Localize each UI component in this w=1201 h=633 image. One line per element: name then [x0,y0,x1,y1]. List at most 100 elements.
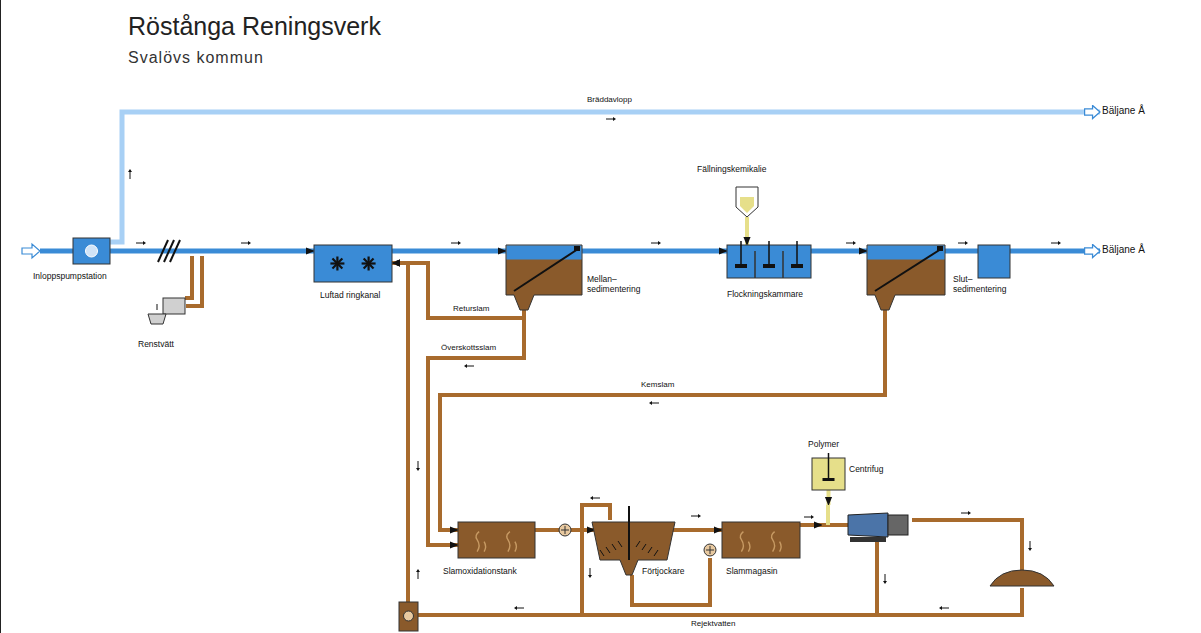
mixer-shaft [740,241,742,268]
unit-drawing [727,245,811,278]
flow-arrow [466,366,474,367]
process-unit: Inloppspumpstation [73,238,110,264]
chemical [740,197,754,213]
unit-shape [73,238,110,264]
flow-arrowhead [590,496,593,500]
flow-arrow [136,243,144,244]
water-surface [507,246,582,260]
mixer-blade [791,264,803,268]
mixer-shaft [828,453,830,480]
unit-label: Förtjockare [642,567,685,577]
mixer-shaft [796,241,798,268]
pipe-connector [110,249,314,254]
pipe-connector [428,310,524,545]
process-unit: Polymer [812,458,845,490]
flow-arrowhead [965,241,968,245]
chemical-tank [736,187,758,217]
flow-arrow [958,243,966,244]
thickened-sludge-pipe [632,558,710,605]
pipe-connector [945,249,1100,254]
flow-arrow [451,243,459,244]
flow-arrow [418,571,419,579]
aerator [364,259,374,269]
flow-arrow [691,516,699,517]
flow-arrowhead [514,606,517,610]
rake-blade [618,541,622,547]
unit-drawing [314,245,392,282]
flow-arrow [606,119,614,120]
baffle [782,251,784,278]
flow-arrowhead [939,606,942,610]
flow-arrow [130,171,131,179]
pump-mark [561,526,569,534]
baffle [754,251,756,278]
inlet-arrow [22,244,40,258]
outfall-label: Bäljane Å [1102,105,1145,117]
pump-mark [706,546,714,554]
scraper [875,249,941,291]
unit-label: Slut– sedimentering [953,275,1019,295]
dewatered-sludge-pipe [912,520,1022,574]
flow-arrow [1030,541,1031,549]
flow-arrowhead [143,241,146,245]
pipe-connector [440,310,885,530]
screenings-washer [163,298,185,314]
pipe-connector [582,249,727,254]
screenings-pipe [185,256,192,298]
unit-shape [147,282,195,324]
flow-arrowhead [613,117,616,121]
unit-shape [822,505,912,547]
final-basin [978,245,1010,278]
unit-drawing [147,282,195,324]
sludge-pump [559,524,571,536]
flow-arrowhead [458,241,461,245]
rake-blade [636,541,640,547]
process-unit: Mellan– sedimentering [506,245,582,310]
unit-shape [722,522,800,558]
pipe-label: Returslam [452,305,490,314]
pipe-connector [392,249,506,254]
unit-shape [812,458,845,490]
unit-label: Flockningskammare [727,290,803,300]
process-unit: Förtjockare [592,520,675,575]
flow-arrowhead [811,515,814,519]
unit-label: Bäljane Å [1102,244,1145,256]
polymer-pipe [826,505,830,525]
unit-shape [867,245,945,310]
flow-arrowhead [416,468,420,471]
process-unit: Centrifug [822,505,912,547]
rake-blade [606,547,610,553]
screenings-bin [148,314,166,324]
rake-shaft [628,506,630,560]
centrifuge-drum [848,513,888,537]
outfall-label: Bäljane Å [1102,244,1145,256]
scraper-drive [937,246,943,251]
aeration-mark [771,532,781,552]
flow-arrow [846,243,854,244]
wash-water-pipe [186,256,202,306]
reject-pump-station [399,602,418,631]
unit-drawing [458,522,535,558]
flow-arrow [418,461,419,469]
flow-arrowhead [464,364,467,368]
pipe-label: Rejektvatten [690,620,736,629]
unit-shape [727,245,811,278]
unit-drawing [822,505,912,547]
unit-drawing [812,458,845,490]
pipe-connector [110,112,1100,242]
process-unit: Renstvätt [147,282,195,324]
diagram-title: Röstånga Reningsverk [128,12,381,41]
flow-arrow [961,513,969,514]
aeration-mark [507,532,517,552]
unit-label: Centrifug [849,465,884,475]
frame-line [0,0,1,633]
centrifuge-base [850,537,886,542]
process-unit: Flockningskammare [727,245,811,278]
pipe-connector [392,263,524,318]
scraper [514,249,578,291]
process-unit: Slammagasin [722,522,800,558]
flow-arrowhead [128,169,132,172]
mixer-blade [823,478,835,481]
pipe-label: Kemslam [640,381,675,390]
